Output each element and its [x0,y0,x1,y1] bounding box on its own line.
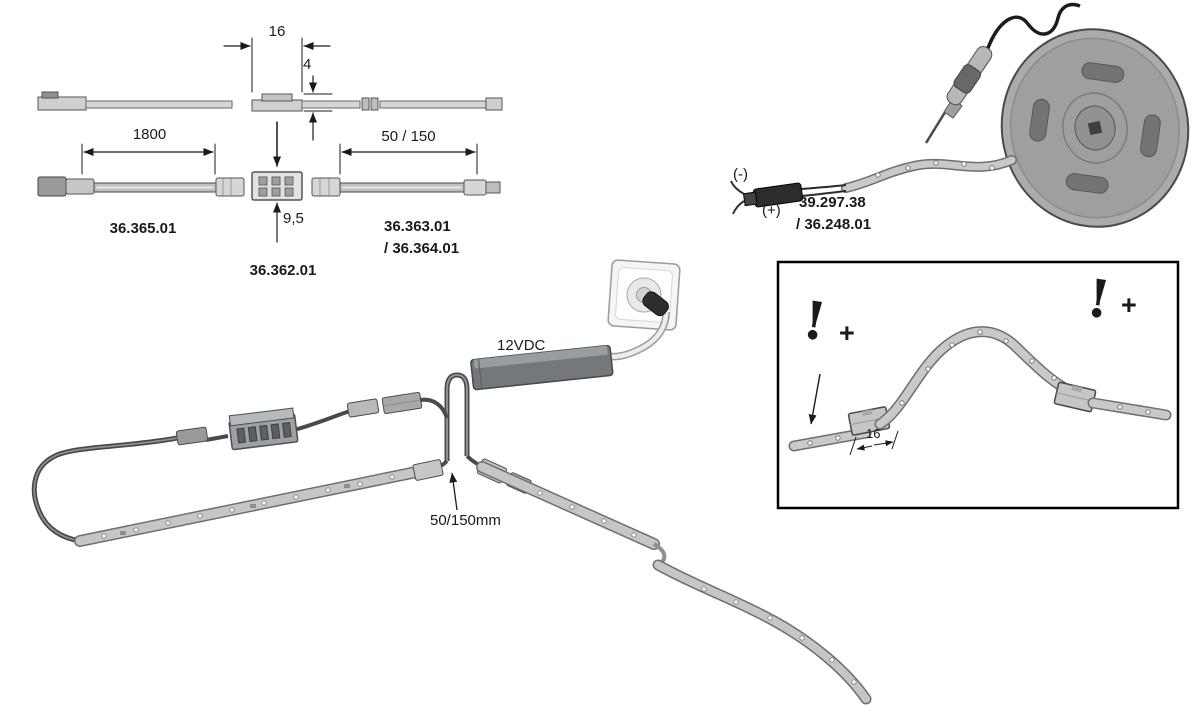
lead-length-label: 50/150mm [430,512,501,529]
plus-polarity-left: + [839,318,855,348]
installation-drawing [31,259,872,705]
warning-arrow [808,373,821,425]
cable-end-connector [37,96,87,111]
strip-clip-right [1053,381,1097,413]
distributor-lead-connector [175,426,209,446]
dim-height-label: 4 [303,56,312,73]
wall-socket [607,259,681,331]
strip-end-clip [412,459,444,481]
connector-piece-small [346,398,380,418]
power-supply [470,344,614,391]
clip-connector-profile [251,99,303,112]
part-number-clip-connector: 36.362.01 [249,262,317,279]
soldering-iron [924,2,1081,144]
polarity-minus-label: (-) [733,166,748,183]
mains-plug [642,291,669,317]
power-supply-label: 12VDC [497,337,546,354]
part-number-strip-line2: / 36.248.01 [796,216,872,233]
lead-clip-connector [742,182,804,208]
led-strip-reel [1000,28,1190,228]
lead-length-leader [449,472,458,511]
polarity-plus-label: (+) [762,202,781,219]
cable-dimension-drawing [37,37,503,243]
detail-box [776,260,1180,510]
distributor [228,407,299,451]
detail-box-frame [776,260,1180,510]
part-number-lead-line2: / 36.364.01 [384,240,460,257]
detail-dim-width-label: 16 [866,426,881,441]
part-number-strip-line1: 39.297.38 [799,194,866,211]
iron-cable [986,2,1081,49]
supply-lead-loop [444,372,470,461]
dim-cable-length-label: 1800 [132,126,167,143]
dim-lead-length-label: 50 / 150 [381,128,436,145]
dim-connector-height-label: 9,5 [283,210,304,227]
part-number-lead-line1: 36.363.01 [384,218,451,235]
part-number-cable: 36.365.01 [109,220,177,237]
reel-drawing [730,2,1190,228]
connector-piece-large [381,391,423,415]
dim-width-label: 16 [268,23,286,40]
plus-polarity-right: + [1121,290,1137,320]
